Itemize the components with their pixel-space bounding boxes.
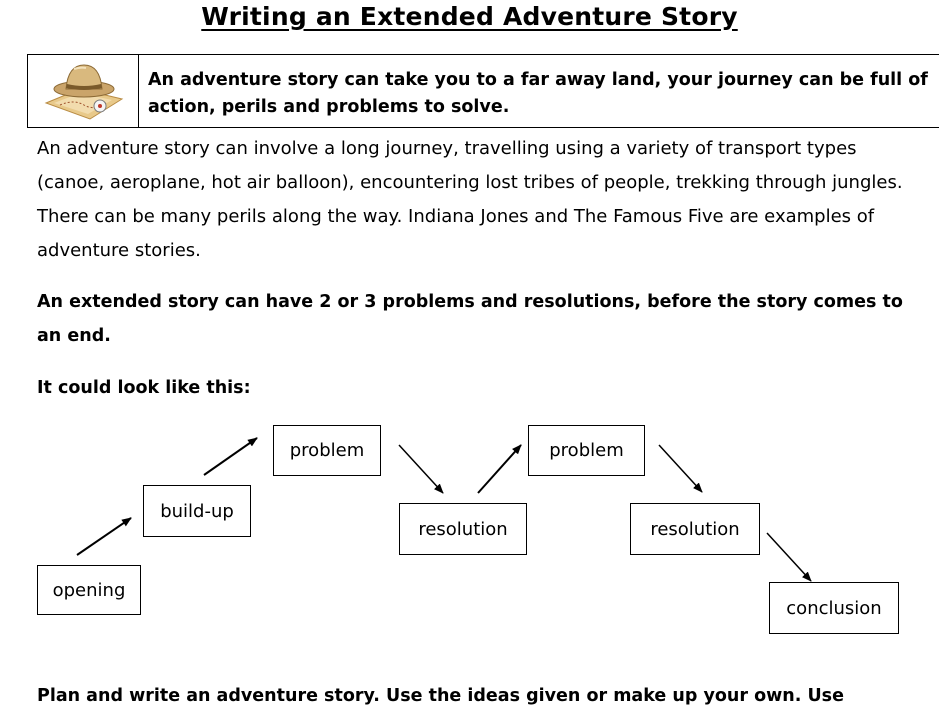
- paragraph-description: An adventure story can involve a long jo…: [37, 138, 903, 261]
- stage-resolution-1: resolution: [399, 503, 527, 555]
- paragraph-plan-and-write: Plan and write an adventure story. Use t…: [37, 686, 844, 706]
- arrow-problem1-to-resolution1: [398, 444, 444, 494]
- intro-text: An adventure story can take you to a far…: [148, 70, 928, 117]
- paragraph-extended-story: An extended story can have 2 or 3 proble…: [37, 292, 903, 346]
- arrow-opening-to-buildup: [76, 517, 132, 556]
- stage-build-up: build-up: [143, 485, 251, 537]
- intro-image-cell: [28, 55, 139, 127]
- stage-conclusion: conclusion: [769, 582, 899, 634]
- intro-box: An adventure story can take you to a far…: [27, 54, 939, 128]
- arrow-buildup-to-problem1: [203, 437, 258, 476]
- arrow-resolution1-to-problem2: [477, 444, 522, 494]
- stage-problem-1: problem: [273, 425, 381, 476]
- stage-opening: opening: [37, 565, 141, 615]
- stage-problem-2: problem: [528, 425, 645, 476]
- page-title: Writing an Extended Adventure Story: [201, 2, 738, 31]
- stage-resolution-2: resolution: [630, 503, 760, 555]
- paragraph-could-look-like: It could look like this:: [37, 378, 251, 398]
- explorer-hat-map-icon: [44, 64, 124, 120]
- arrow-resolution2-to-conclusion: [766, 532, 812, 582]
- arrow-problem2-to-resolution2: [658, 444, 703, 493]
